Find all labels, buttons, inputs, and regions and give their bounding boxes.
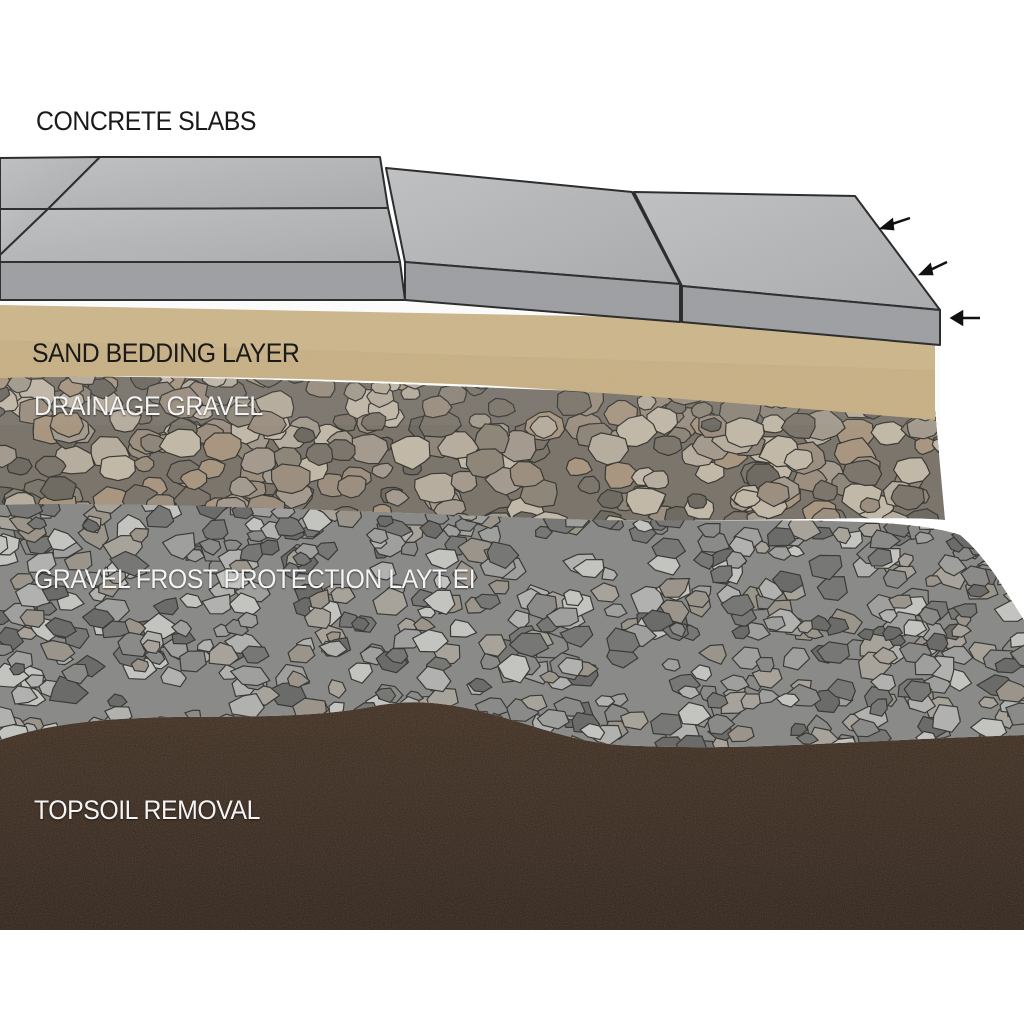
gravel-stone <box>1014 503 1024 532</box>
gravel-stone <box>688 494 707 509</box>
gravel-stone <box>1001 507 1024 526</box>
label-concrete-slabs: CONCRETE SLABS <box>36 106 256 137</box>
arrow-icon <box>921 262 947 274</box>
arrow-icon <box>952 312 980 324</box>
gravel-stone <box>564 590 583 606</box>
gravel-stone <box>860 498 880 513</box>
arrow-icon <box>882 218 910 229</box>
gravel-stone <box>415 473 455 503</box>
gravel-stone <box>203 433 241 461</box>
gravel-stone <box>997 513 1015 527</box>
label-topsoil: TOPSOIL REMOVAL <box>34 795 260 826</box>
gravel-stone <box>940 416 962 433</box>
gravel-stone <box>889 595 912 608</box>
label-sand-bedding: SAND BEDDING LAYER <box>32 338 299 369</box>
gravel-stone <box>1003 550 1024 573</box>
gravel-stone <box>998 567 1024 585</box>
label-drainage-gravel: DRAINAGE GRAVEL <box>34 391 263 422</box>
gravel-stone <box>1017 544 1024 558</box>
gravel-stone <box>100 456 135 481</box>
gravel-stone <box>938 393 973 419</box>
gravel-stone <box>959 507 989 527</box>
gravel-stone <box>966 510 1002 531</box>
gravel-stone <box>987 497 1008 510</box>
label-frost-protection: GRAVEL FROST PROTECTION LAYT EI <box>34 564 475 595</box>
gravel-stone <box>990 513 1016 542</box>
gravel-stone <box>272 464 311 494</box>
gravel-stone <box>956 510 973 523</box>
gravel-stone <box>402 542 418 556</box>
gravel-stone <box>1004 531 1022 545</box>
gravel-stone <box>247 531 267 542</box>
gravel-stone <box>949 515 966 528</box>
